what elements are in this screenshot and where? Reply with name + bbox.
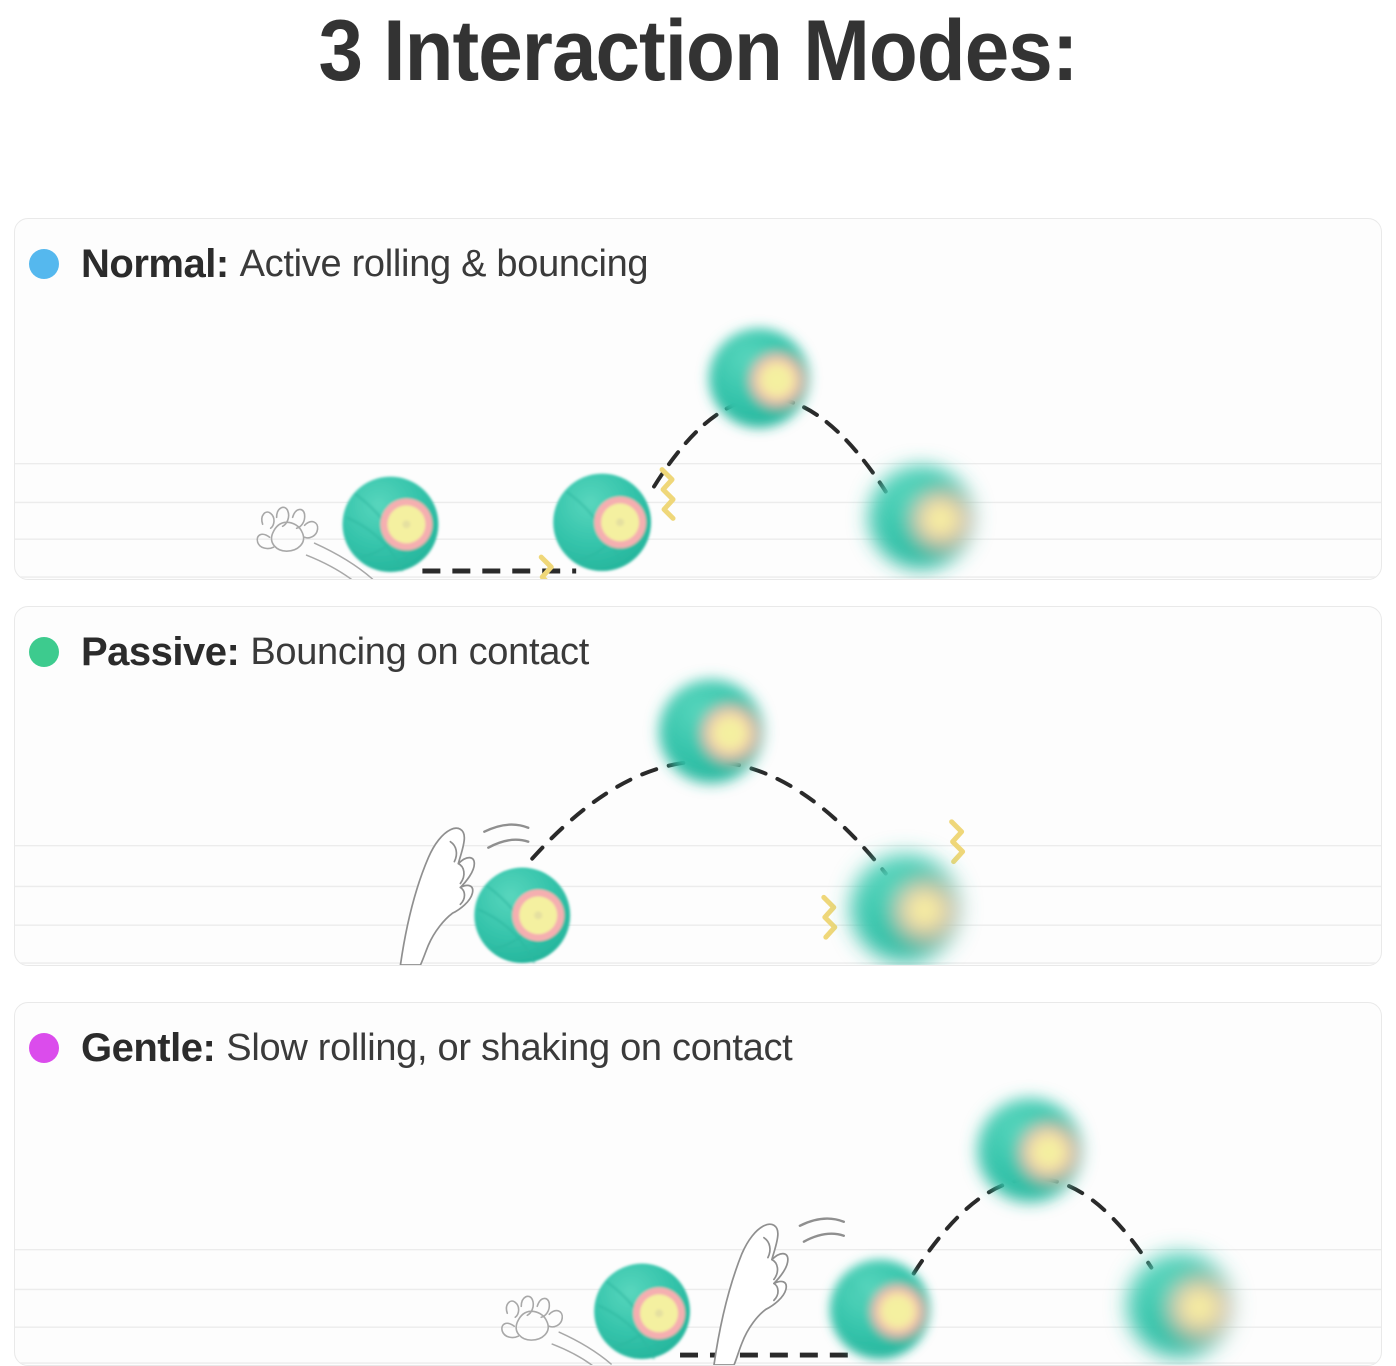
ball-contact (829, 1259, 930, 1360)
ball-apex (977, 1098, 1082, 1202)
mode-dot-normal (29, 249, 59, 279)
mode-card-gentle[interactable]: Gentle: Slow rolling, or shaking on cont… (14, 1002, 1382, 1366)
mode-name-passive: Passive: (81, 629, 240, 674)
ball-descending (868, 465, 973, 570)
paw-print-icon (256, 506, 374, 579)
mode-name-gentle: Gentle: (81, 1025, 216, 1070)
ball-contact (553, 473, 652, 572)
gridlines (15, 462, 1381, 578)
mode-description-normal: Active rolling & bouncing (239, 242, 649, 285)
paw-print-icon (501, 1295, 612, 1365)
mode-card-normal[interactable]: Normal: Active rolling & bouncing (14, 218, 1382, 580)
page-title: 3 Interaction Modes: (318, 3, 1078, 99)
cat-paw-icon (713, 1223, 789, 1365)
card-header-passive: Passive: Bouncing on contact (15, 607, 1381, 677)
vibration-marks (821, 819, 966, 940)
mode-card-passive[interactable]: Passive: Bouncing on contact (14, 606, 1382, 966)
scene-passive (15, 607, 1381, 965)
bounce-arc (911, 1176, 1154, 1276)
ball-apex (659, 679, 763, 784)
ball-rolling (594, 1263, 691, 1360)
scene-normal (15, 219, 1381, 579)
mode-description-gentle: Slow rolling, or shaking on contact (226, 1026, 793, 1069)
cat-paw-icon (399, 827, 476, 965)
card-header-normal: Normal: Active rolling & bouncing (15, 219, 1381, 289)
vibration-marks (538, 467, 676, 579)
card-header-gentle: Gentle: Slow rolling, or shaking on cont… (15, 1003, 1381, 1073)
mode-dot-passive (29, 637, 59, 667)
motion-arcs (483, 823, 530, 849)
mode-dot-gentle (29, 1033, 59, 1063)
mode-description-passive: Bouncing on contact (250, 630, 590, 673)
ball-rolling (342, 476, 439, 573)
scene-gentle (15, 1003, 1381, 1365)
ball-landing (850, 854, 959, 963)
ball-descending (1127, 1253, 1232, 1358)
ball-apex (708, 328, 809, 428)
ball-contact (474, 867, 571, 964)
motion-arcs (798, 1217, 845, 1243)
mode-cards-list: Normal: Active rolling & bouncing (14, 218, 1382, 1366)
mode-name-normal: Normal: (81, 241, 229, 286)
gridlines (15, 844, 1381, 964)
